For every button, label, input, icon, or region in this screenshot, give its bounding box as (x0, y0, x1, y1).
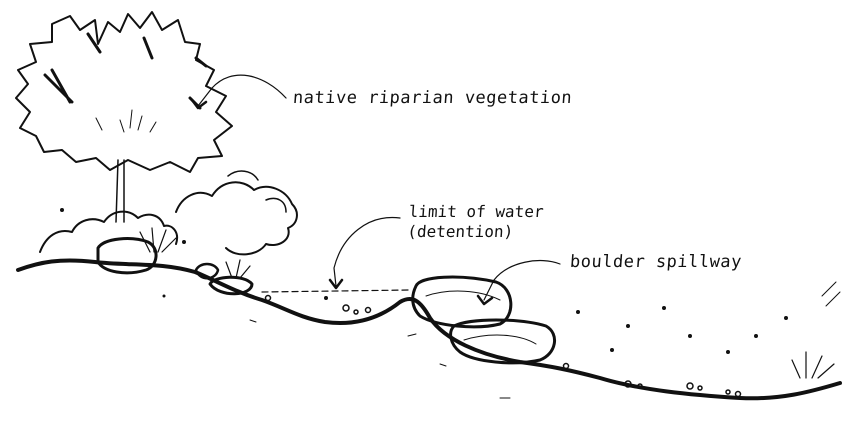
label-native-riparian-vegetation: native riparian vegetation (292, 88, 573, 109)
water-limit-line (262, 290, 410, 292)
boulder-small-2 (210, 277, 252, 294)
ground-profile (18, 260, 840, 398)
canopy-texture (96, 110, 156, 132)
shrub-left (40, 212, 177, 252)
label-limit-line-2: (detention) (407, 222, 543, 242)
tree-canopy (16, 12, 232, 172)
leader-limit (334, 218, 400, 286)
slope-tick-marks (250, 282, 840, 398)
shrub-right (176, 182, 297, 254)
shrub-mid (228, 171, 286, 212)
leader-spillway (484, 261, 560, 300)
canopy-branch-marks (45, 34, 206, 108)
leader-vegetation (198, 75, 286, 106)
label-limit-line-1: limit of water (408, 202, 544, 222)
pebbles (266, 296, 741, 397)
boulder-left (98, 239, 156, 273)
label-boulder-spillway: boulder spillway (569, 252, 742, 273)
label-limit-of-water: limit of water (detention) (407, 202, 545, 242)
